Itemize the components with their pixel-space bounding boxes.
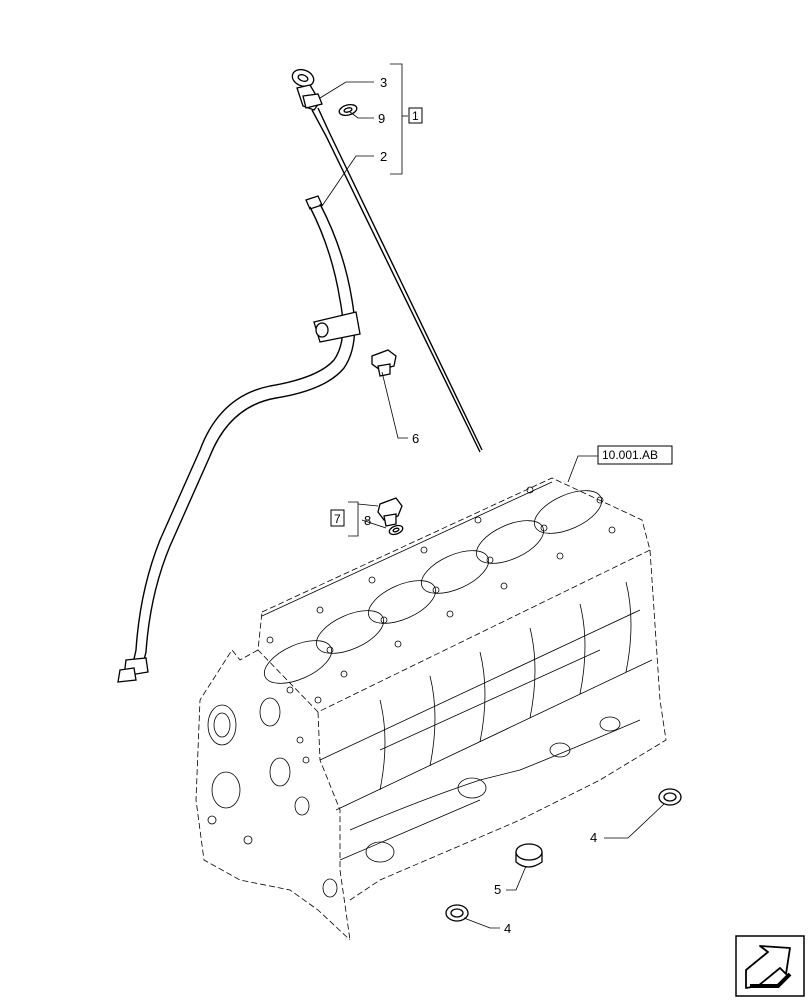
engine-block bbox=[195, 477, 667, 941]
callout-4-bottom: 4 bbox=[504, 921, 511, 936]
bolt-6 bbox=[371, 349, 397, 377]
callout-6: 6 bbox=[412, 431, 419, 446]
callout-9: 9 bbox=[378, 111, 385, 126]
callout-3: 3 bbox=[380, 75, 387, 90]
assembly-ref-1-label: 1 bbox=[412, 109, 419, 123]
callout-5: 5 bbox=[494, 882, 501, 897]
assembly-ref-1[interactable]: 1 bbox=[408, 107, 423, 124]
dipstick-guide-tube bbox=[117, 195, 361, 683]
next-page-arrow-icon[interactable] bbox=[735, 935, 805, 997]
callout-2: 2 bbox=[380, 149, 387, 164]
cup-plug-4-right bbox=[658, 788, 682, 806]
assembly-ref-7-label: 7 bbox=[334, 512, 341, 526]
cup-plug-5 bbox=[515, 843, 543, 868]
engine-block-reference-label: 10.001.AB bbox=[602, 448, 658, 462]
callout-4-right: 4 bbox=[590, 830, 597, 845]
leader-lines bbox=[319, 63, 665, 929]
cup-plug-4-bottom bbox=[445, 904, 469, 922]
engine-block-reference[interactable]: 10.001.AB bbox=[597, 445, 673, 465]
dipstick bbox=[291, 68, 483, 453]
assembly-ref-7[interactable]: 7 bbox=[330, 509, 345, 527]
plug-8 bbox=[377, 497, 404, 536]
callout-8: 8 bbox=[364, 513, 371, 528]
o-ring-9 bbox=[338, 103, 358, 117]
